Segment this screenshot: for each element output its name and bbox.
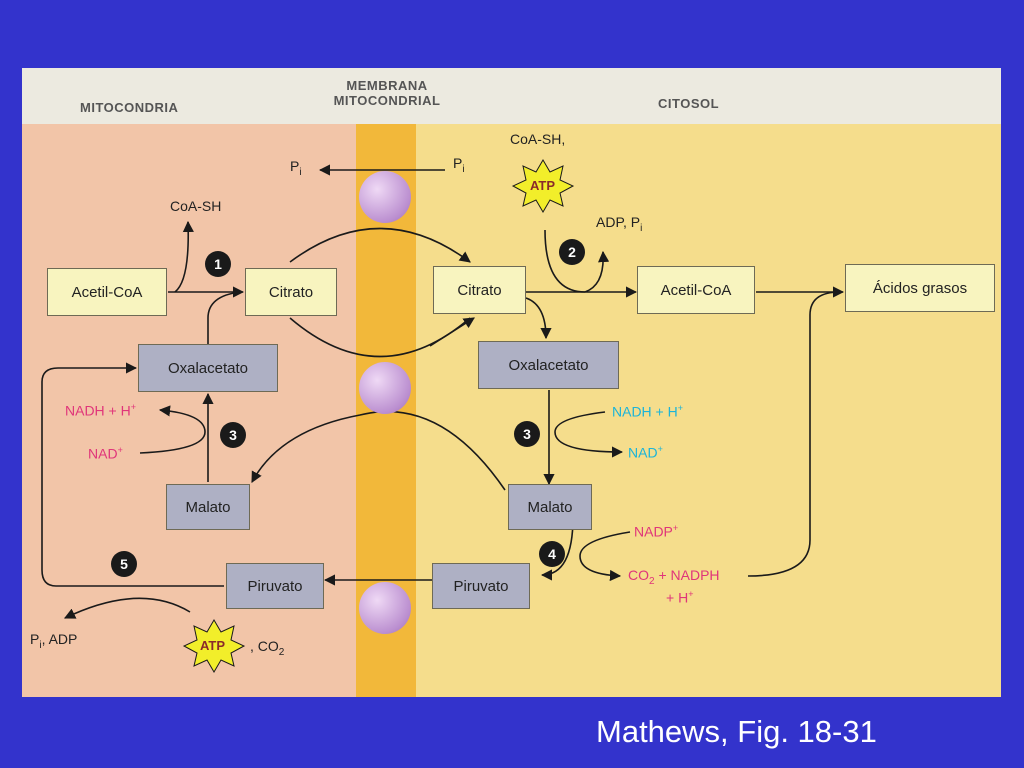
atp-label-step5: ATP [200, 638, 226, 653]
arrow-atp-in-2 [544, 229, 586, 293]
header-citosol: CITOSOL [658, 96, 720, 111]
figure-caption: Mathews, Fig. 18-31 [596, 714, 877, 749]
step-2-marker: 2 [559, 239, 585, 265]
box-piruvato-mito: Piruvato [226, 563, 324, 609]
box-oxalacetato-mito: Oxalacetato [138, 344, 278, 392]
arrow-adp-out-2 [584, 250, 610, 293]
arrow-coash-release [174, 220, 194, 293]
label-adp-pi: ADP, Pi [596, 214, 643, 234]
label-coash-mito: CoA-SH [170, 198, 222, 214]
box-acidos-grasos: Ácidos grasos [845, 264, 995, 312]
arrow-nadh-formed-mito [139, 405, 206, 454]
arrow-nadh-consumed-cyto [554, 411, 624, 458]
box-oxalacetato-cyto: Oxalacetato [478, 341, 619, 389]
label-hplus: + H+ [666, 589, 694, 606]
label-coash-cyto: CoA-SH, [510, 131, 566, 147]
label-nad-mito: NAD+ [88, 445, 123, 462]
pyruvate-transporter [359, 582, 411, 634]
arrow-citrato-export [289, 227, 471, 263]
arrow-nadp-reduced [579, 531, 631, 582]
arrow-oxalacetato-citrato-mito [207, 291, 241, 345]
label-co2-nadph: CO2 + NADPH [628, 567, 720, 587]
header-mitocondria: MITOCONDRIA [80, 100, 179, 115]
label-pi-adp: Pi, ADP [30, 631, 78, 651]
box-citrato-cyto: Citrato [433, 266, 526, 314]
step-3-mito-marker: 3 [220, 422, 246, 448]
header-membrana-line1: MEMBRANA [346, 78, 428, 93]
step-4-marker: 4 [539, 541, 565, 567]
box-malato-mito: Malato [166, 484, 250, 530]
header-membrana-line2: MITOCONDRIAL [333, 93, 441, 108]
label-nadh-cyto: NADH + H+ [612, 403, 683, 420]
arrow-citrato-antiport-head [429, 317, 475, 347]
arrow-atp-to-adp-5 [63, 597, 191, 619]
label-co2: , CO2 [250, 638, 285, 658]
box-citrato-mito: Citrato [245, 268, 337, 316]
atp-star-5-shape [182, 619, 246, 673]
step-1-marker: 1 [205, 251, 231, 277]
label-pi-mito: Pi [290, 158, 302, 178]
atp-star-2-shape [511, 159, 575, 213]
label-nadp: NADP+ [634, 523, 679, 540]
arrow-piruvato-oxalacetato-loop [41, 362, 224, 587]
arrow-malato-import [251, 410, 506, 491]
arrow-citrato-oxalacetato-cyto [525, 297, 552, 340]
label-pi-cyto: Pi [453, 155, 465, 175]
header-membrana: MEMBRANA MITOCONDRIAL [312, 78, 462, 108]
arrow-nadph-to-acidos [747, 291, 841, 577]
pi-transporter [359, 171, 411, 223]
box-acetilcoa-mito: Acetil-CoA [47, 268, 167, 316]
box-acetilcoa-cyto: Acetil-CoA [637, 266, 755, 314]
step-5-marker: 5 [111, 551, 137, 577]
header-band [22, 68, 1001, 124]
box-malato-cyto: Malato [508, 484, 592, 530]
step-3-cyto-marker: 3 [514, 421, 540, 447]
box-piruvato-cyto: Piruvato [432, 563, 530, 609]
label-nad-cyto: NAD+ [628, 444, 663, 461]
atp-label-step2: ATP [530, 178, 556, 193]
label-nadh-mito: NADH + H+ [65, 402, 136, 419]
malate-transporter [359, 362, 411, 414]
